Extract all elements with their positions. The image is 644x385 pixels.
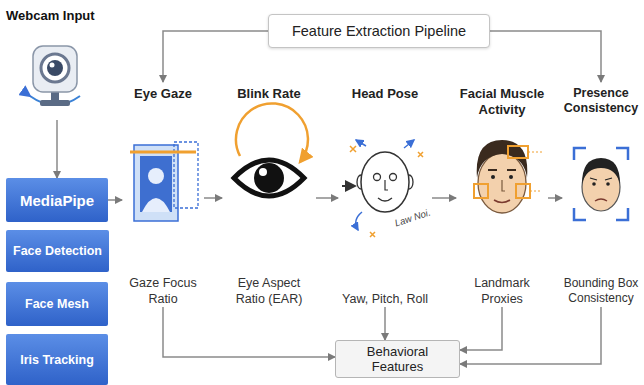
module-box: Face Mesh	[6, 282, 108, 326]
flow-connector	[163, 307, 335, 357]
stage-heading: Head Pose	[338, 86, 432, 102]
node-label: Behavioral Features	[342, 344, 453, 374]
feature-stage: Eye GazeGaze Focus Ratio	[122, 82, 204, 307]
output-box: Behavioral Features	[335, 340, 460, 378]
flow-connector	[460, 307, 502, 350]
flow-connector	[490, 31, 601, 82]
stage-heading: Eye Gaze	[122, 86, 204, 102]
stage-caption: Gaze Focus Ratio	[122, 275, 204, 308]
stage-caption: Bounding Box Consistency	[562, 276, 640, 307]
feature-stage: Presence ConsistencyBounding Box Consist…	[562, 82, 640, 307]
input-group: Webcam Input	[6, 8, 106, 120]
flow-connector	[548, 197, 562, 199]
stage-heading: Facial Muscle Activity	[456, 86, 548, 117]
feature-stage: Head PoseYaw, Pitch, Roll	[338, 82, 432, 307]
flow-connector	[56, 120, 58, 178]
node-label: MediaPipe	[20, 192, 94, 209]
eye-gaze-icon	[130, 142, 198, 221]
flow-connector	[316, 197, 338, 199]
webcam-icon	[30, 46, 80, 106]
stage-heading: Presence Consistency	[562, 86, 640, 116]
flow-connector	[432, 197, 456, 199]
flow-connector	[204, 197, 222, 199]
stage-caption: Yaw, Pitch, Roll	[338, 291, 432, 307]
node-label: Face Mesh	[25, 297, 89, 311]
feature-stage: Blink RateEye Aspect Ratio (EAR)	[222, 82, 316, 307]
label-holder: Law Noi.	[393, 207, 432, 229]
node-label: Iris Tracking	[20, 353, 94, 367]
node-label: Webcam Input	[6, 8, 106, 23]
flow-connector	[163, 31, 268, 82]
blink-eye-icon	[234, 103, 308, 196]
stage-caption: Landmark Proxies	[456, 275, 548, 308]
feature-stage: Facial Muscle ActivityLandmark Proxies	[456, 82, 548, 307]
module-box: Face Detection	[6, 230, 109, 272]
stage-heading: Blink Rate	[222, 86, 316, 102]
node-label: Feature Extraction Pipeline	[292, 23, 466, 39]
stage-caption: Eye Aspect Ratio (EAR)	[222, 275, 316, 308]
module-box: Iris Tracking	[6, 334, 108, 385]
module-box: MediaPipe	[6, 178, 108, 222]
node-label: Face Detection	[13, 244, 102, 258]
flow-connector	[108, 199, 122, 201]
flow-connector	[460, 307, 601, 364]
note-label: Law Noi.	[393, 207, 432, 229]
flow-connector	[384, 307, 386, 340]
presence-icon	[574, 148, 628, 220]
facial-muscle-icon	[474, 140, 542, 213]
pipeline-box: Feature Extraction Pipeline	[268, 14, 490, 48]
